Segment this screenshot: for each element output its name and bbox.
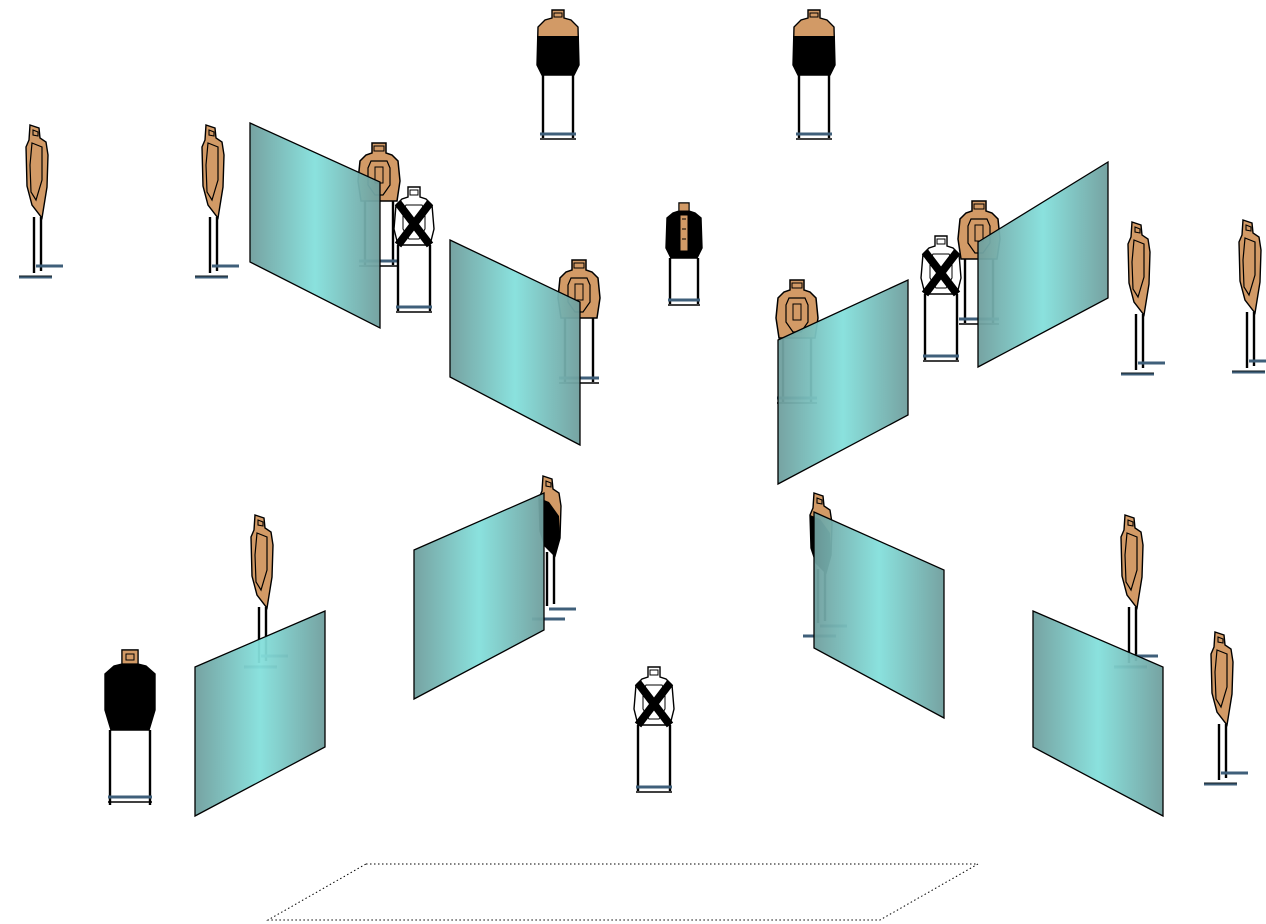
tan-ipsc-target-icon (193, 123, 241, 279)
tan-ipsc-target-icon (1230, 218, 1266, 374)
see-through-barrier-panel (194, 610, 326, 818)
tan-ipsc-target-icon (1202, 630, 1250, 786)
tan-ipsc-target-icon (1119, 220, 1167, 376)
black-no-shoot-target-icon (791, 8, 837, 141)
x-marked-target-icon (634, 667, 674, 792)
tan-ipsc-target-icon (1112, 513, 1160, 669)
x-marked-target-icon (921, 236, 961, 361)
see-through-barrier-panel (813, 510, 945, 720)
see-through-barrier-panel (977, 160, 1109, 369)
tan-ipsc-target-icon (17, 123, 65, 279)
x-marked-target-icon (394, 187, 434, 312)
see-through-barrier-panel (1032, 610, 1164, 818)
see-through-barrier-panel (413, 492, 545, 701)
shooting-area-outline (266, 863, 980, 921)
black-no-shoot-target-icon (103, 648, 157, 807)
see-through-barrier-panel (777, 278, 909, 486)
see-through-barrier-panel (249, 121, 381, 330)
see-through-barrier-panel (449, 238, 581, 447)
black-no-shoot-target-icon (664, 201, 704, 307)
black-no-shoot-target-icon (535, 8, 581, 141)
